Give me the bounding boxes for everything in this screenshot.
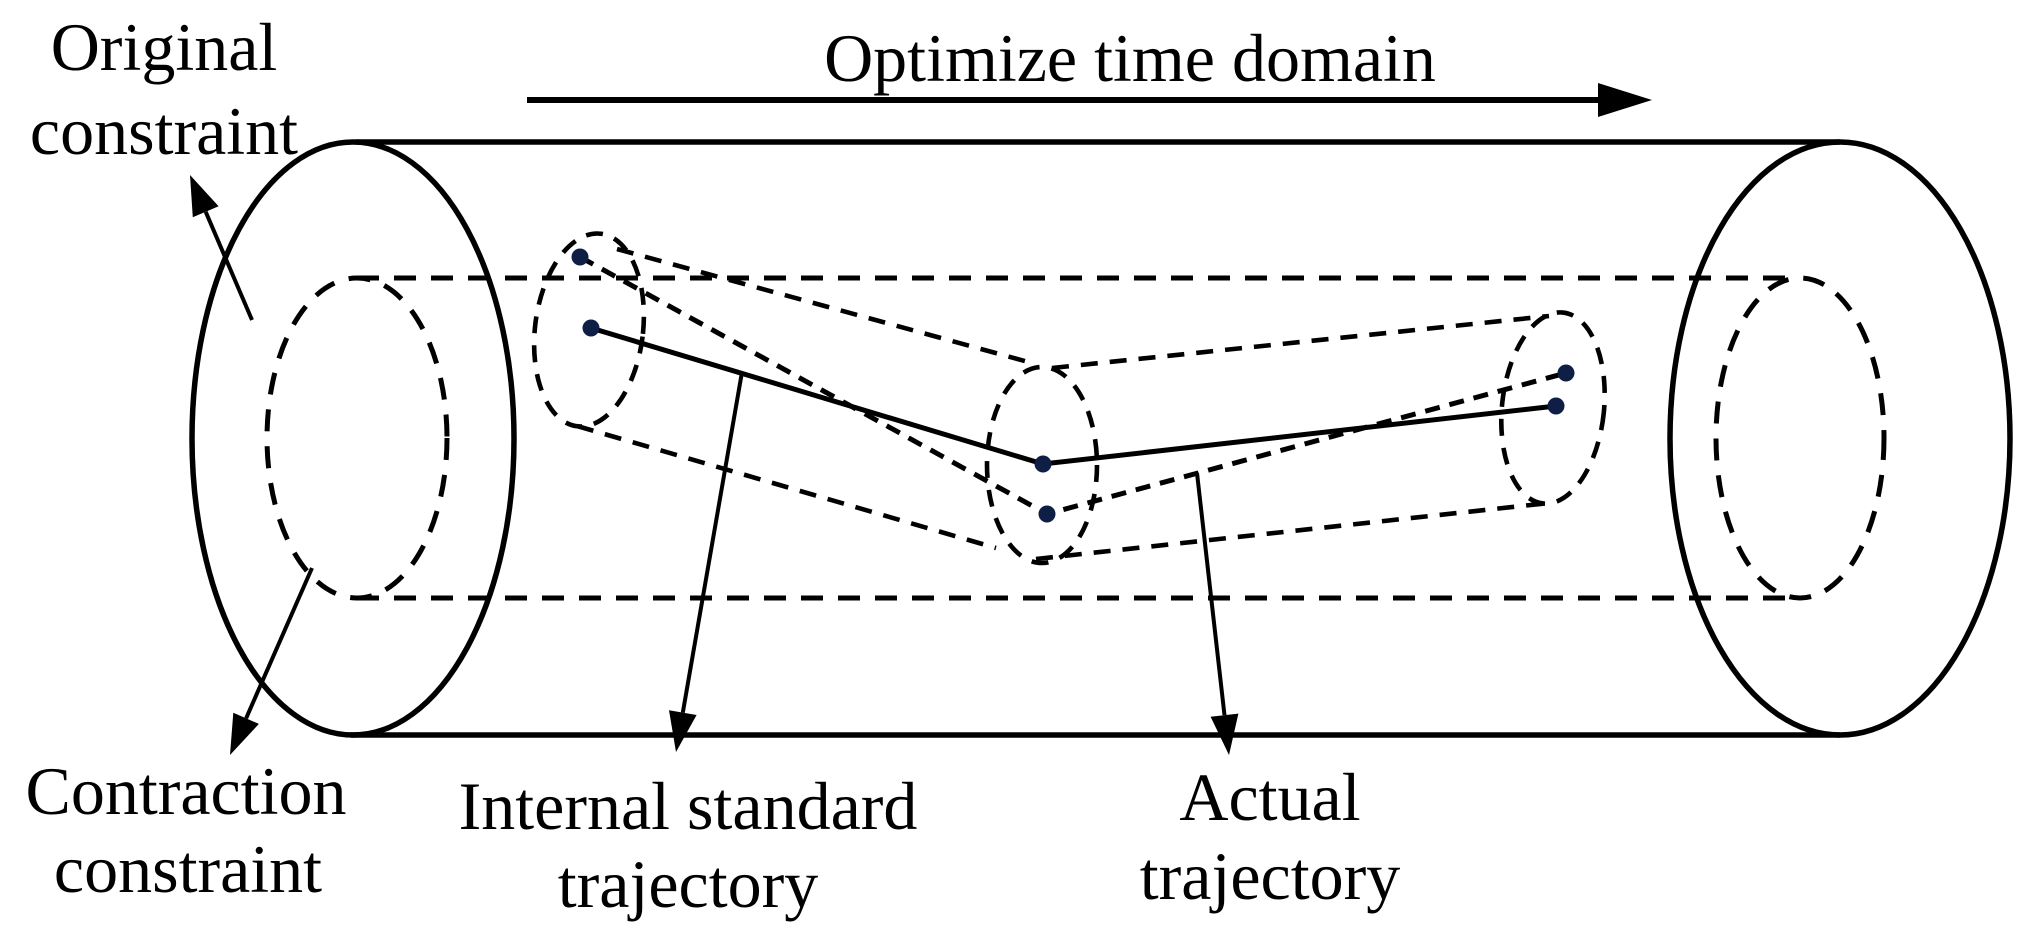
internal-trajectory-pointer-shaft — [680, 371, 744, 713]
contraction-constraint-pointer-arrow-icon — [230, 567, 314, 755]
internal-standard-trajectory — [590, 325, 1557, 467]
label-internal-standard-trajectory-line2: trajectory — [557, 846, 819, 922]
contraction-cylinder-left-ellipse — [264, 275, 450, 601]
trajectory-dot — [1034, 455, 1052, 473]
actual-trajectory-pointer-head — [1210, 713, 1239, 755]
trajectory-dot — [1038, 505, 1056, 523]
label-contraction-constraint-line2: constraint — [53, 831, 323, 907]
actual-trajectory — [578, 254, 1567, 517]
optimize-direction-arrow-icon — [527, 83, 1652, 117]
original-constraint-pointer-arrow-icon — [190, 175, 254, 321]
label-original-constraint-line1: Original — [50, 9, 278, 85]
outer-cylinder — [189, 139, 2013, 738]
outer-cylinder-left-ellipse — [189, 139, 517, 738]
right-cone-tube — [984, 310, 1608, 566]
outer-cylinder-right-ellipse — [1667, 139, 2013, 738]
contraction-constraint-pointer-shaft — [244, 567, 314, 720]
actual-trajectory-line — [578, 254, 1567, 517]
original-constraint-pointer-head — [190, 175, 219, 218]
contraction-cylinder — [264, 275, 1887, 601]
original-constraint-pointer-shaft — [203, 211, 254, 321]
trajectory-dots — [571, 248, 1575, 523]
label-original-constraint-line2: constraint — [29, 93, 299, 169]
actual-trajectory-pointer-arrow-icon — [1195, 472, 1239, 755]
internal-trajectory-pointer-head — [669, 710, 697, 752]
right-cone-upper-edge — [1051, 313, 1550, 371]
middle-cone-ellipse — [984, 364, 1100, 566]
trajectory-dot — [582, 319, 600, 337]
actual-trajectory-pointer-shaft — [1195, 472, 1227, 716]
label-internal-standard-trajectory-line1: Internal standard — [458, 768, 918, 844]
label-actual-trajectory-line2: trajectory — [1139, 838, 1401, 914]
trajectory-dot — [1547, 397, 1565, 415]
left-cone-upper-edge — [616, 246, 1033, 366]
left-cone-tube — [531, 231, 1033, 551]
contraction-constraint-pointer-head — [230, 712, 259, 755]
title-optimize-time-domain: Optimize time domain — [824, 20, 1436, 96]
internal-trajectory-pointer-arrow-icon — [669, 371, 744, 752]
internal-standard-trajectory-line — [590, 325, 1557, 467]
label-actual-trajectory-line1: Actual — [1179, 759, 1361, 835]
contraction-cylinder-right-ellipse — [1713, 275, 1887, 601]
label-contraction-constraint-line1: Contraction — [25, 753, 347, 829]
trajectory-dot — [571, 248, 589, 266]
trajectory-dot — [1557, 364, 1575, 382]
optimize-arrow-head — [1598, 83, 1652, 117]
right-cone-lower-edge — [1035, 500, 1550, 562]
left-cone-lower-edge — [576, 423, 997, 551]
